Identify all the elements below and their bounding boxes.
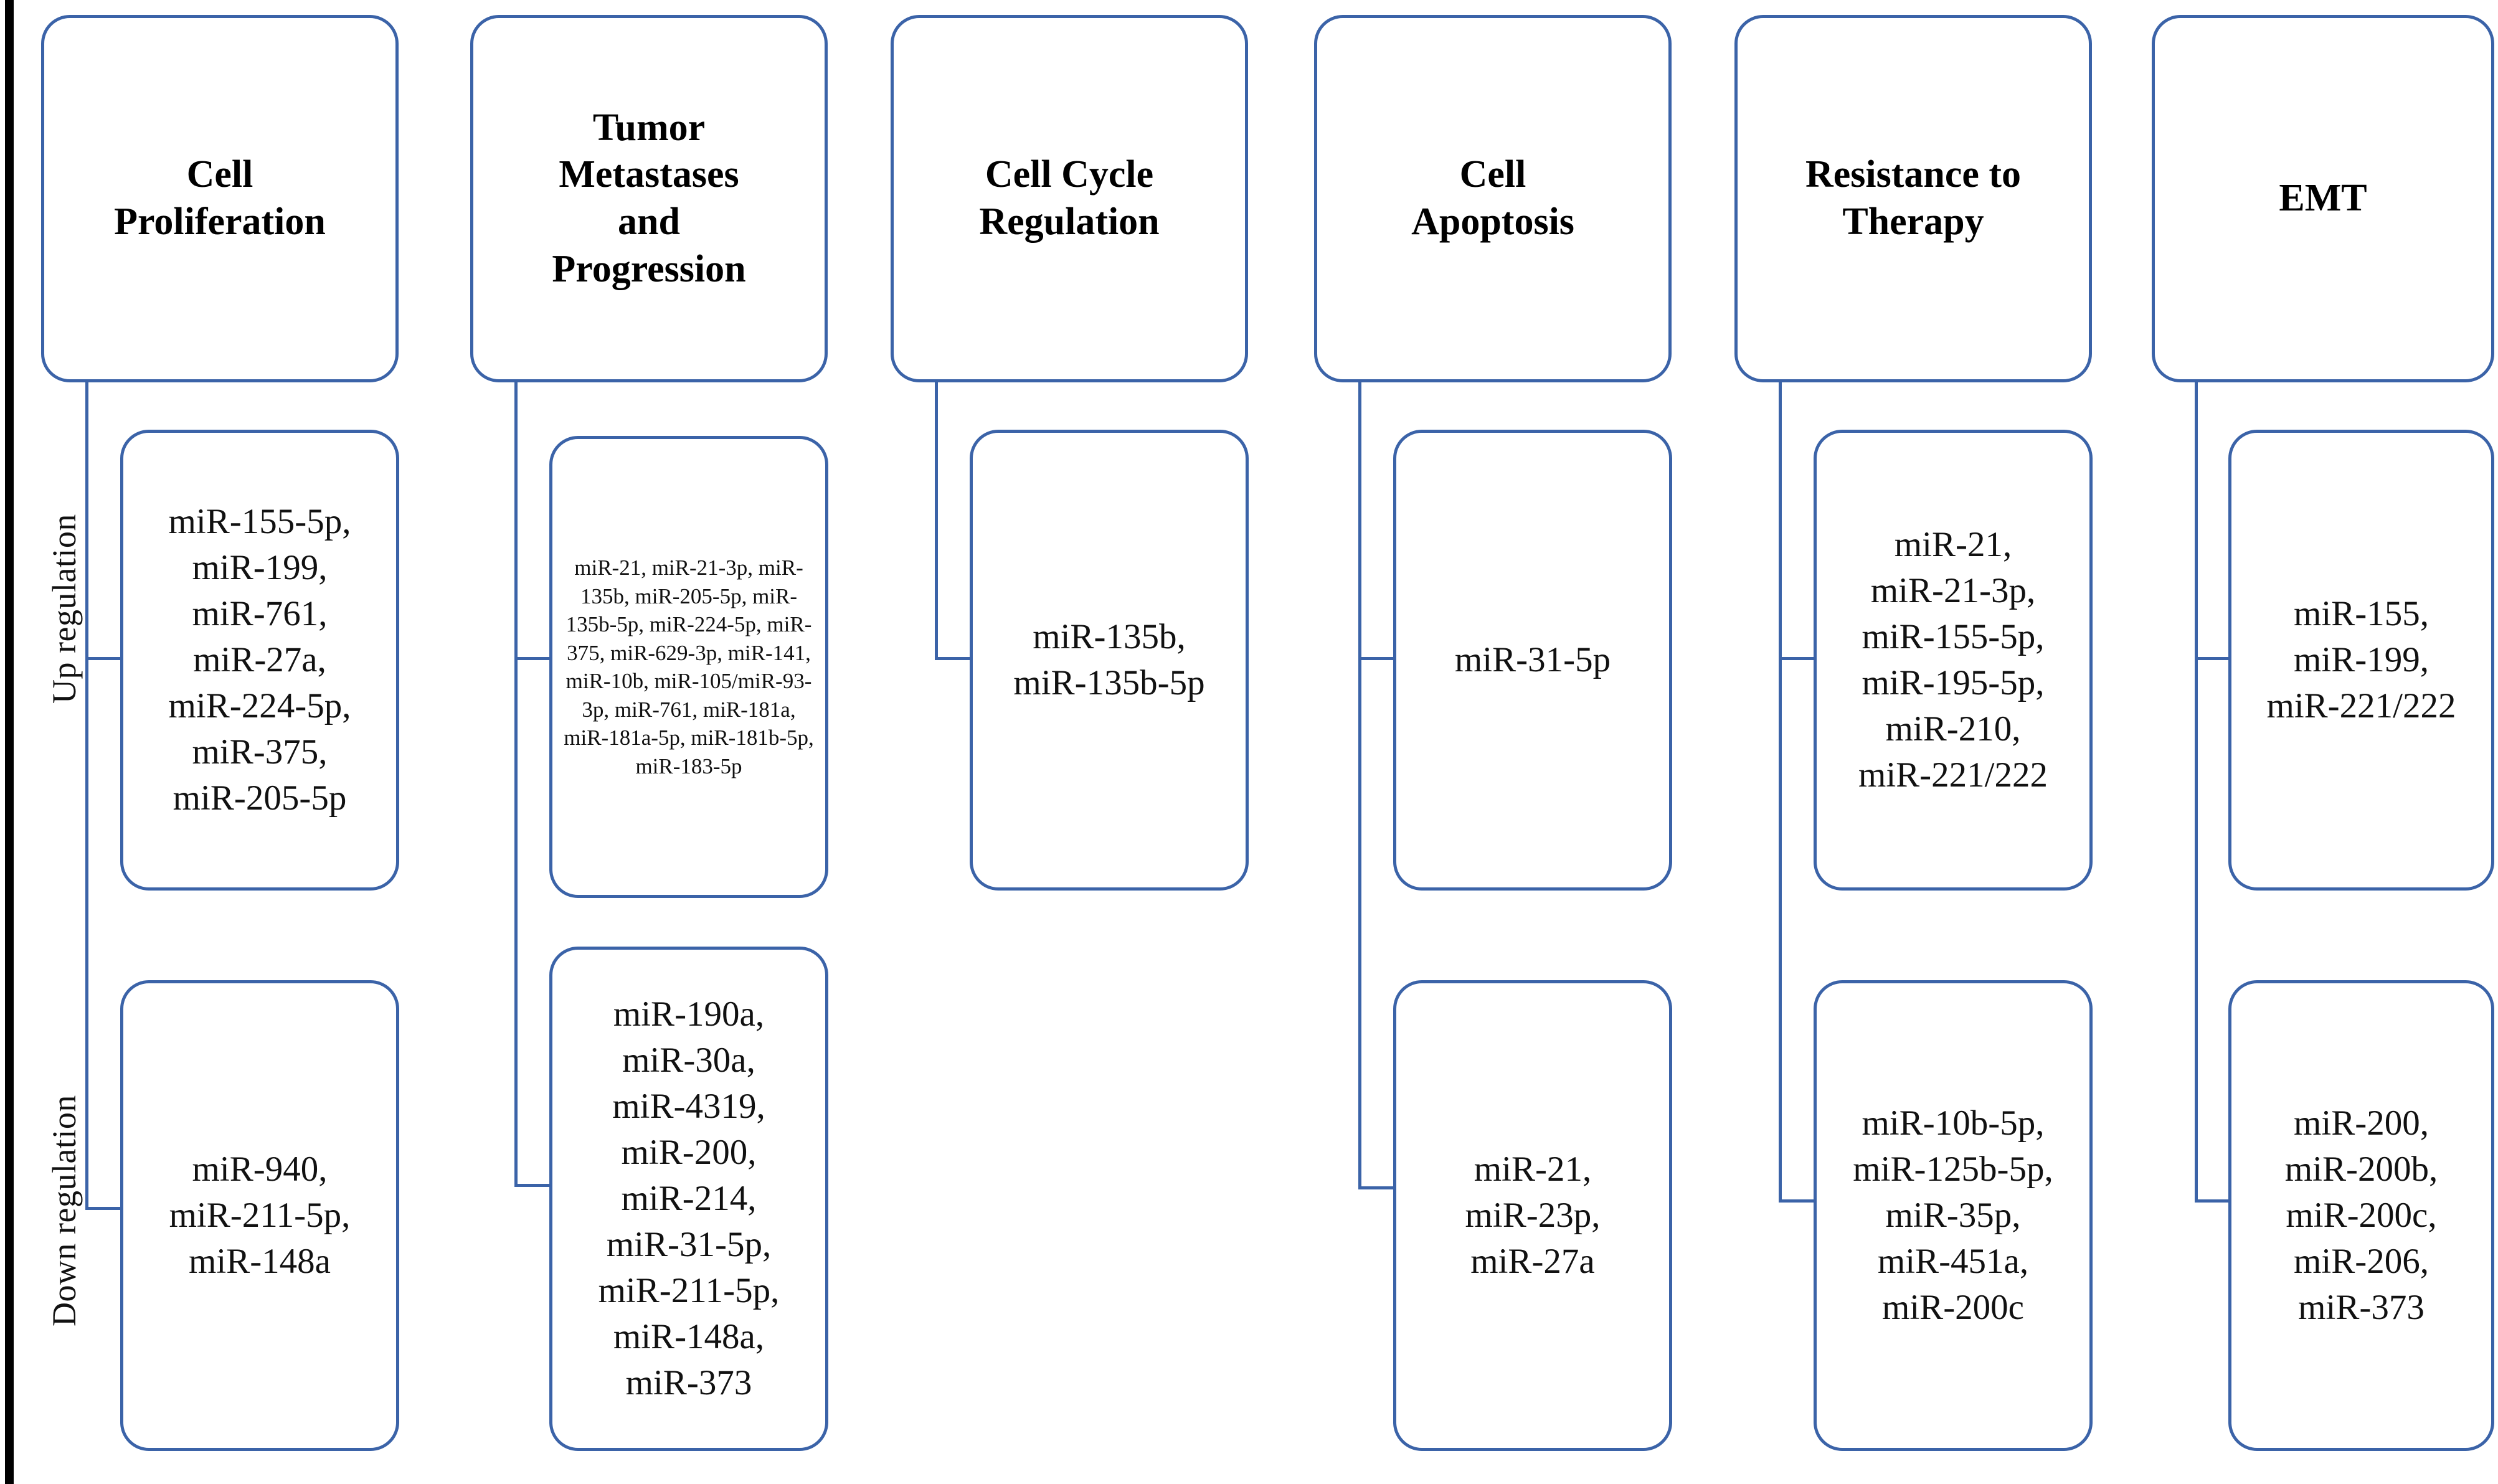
- header-label: Tumor Metastases and Progression: [552, 106, 746, 290]
- row-label-up-regulation: Up regulation: [45, 514, 83, 704]
- box-emt-down[interactable]: miR-200, miR-200b, miR-200c, miR-206, mi…: [2228, 980, 2494, 1451]
- box-text: miR-31-5p: [1454, 640, 1611, 679]
- connector-branch-col3-up: [935, 657, 972, 660]
- box-cell-apoptosis-up[interactable]: miR-31-5p: [1393, 430, 1672, 891]
- header-label: Resistance to Therapy: [1805, 153, 2022, 243]
- header-label: EMT: [2279, 177, 2367, 220]
- header-resistance-to-therapy[interactable]: Resistance to Therapy: [1734, 15, 2092, 382]
- connector-branch-col6-up: [2195, 657, 2231, 660]
- connector-branch-col4-down: [1358, 1186, 1396, 1189]
- header-cell-apoptosis[interactable]: Cell Apoptosis: [1314, 15, 1672, 382]
- header-tumor-metastases-and-progression[interactable]: Tumor Metastases and Progression: [470, 15, 828, 382]
- connector-stem-col4: [1358, 382, 1361, 1189]
- box-text: miR-10b-5p, miR-125b-5p, miR-35p, miR-45…: [1853, 1103, 2053, 1328]
- box-tumor-metastases-up[interactable]: miR-21, miR-21-3p, miR-135b, miR-205-5p,…: [549, 436, 828, 898]
- box-tumor-metastases-down[interactable]: miR-190a, miR-30a, miR-4319, miR-200, mi…: [549, 947, 828, 1451]
- connector-stem-col3: [935, 382, 938, 659]
- row-label-down-regulation: Down regulation: [45, 1095, 83, 1326]
- connector-branch-col2-up: [514, 657, 552, 660]
- box-text: miR-190a, miR-30a, miR-4319, miR-200, mi…: [598, 994, 780, 1403]
- connector-stem-col2: [514, 382, 518, 1186]
- connector-branch-col1-up: [85, 657, 123, 660]
- box-cell-cycle-regulation-up[interactable]: miR-135b, miR-135b-5p: [970, 430, 1249, 891]
- box-text: miR-21, miR-23p, miR-27a: [1465, 1149, 1601, 1282]
- connector-branch-col5-up: [1779, 657, 1816, 660]
- connector-branch-col4-up: [1358, 657, 1396, 660]
- box-text: miR-155, miR-199, miR-221/222: [2266, 593, 2456, 726]
- connector-stem-col1: [85, 382, 88, 1208]
- box-cell-proliferation-up[interactable]: miR-155-5p, miR-199, miR-761, miR-27a, m…: [120, 430, 399, 891]
- connector-branch-col1-down: [85, 1207, 123, 1210]
- connector-branch-col5-down: [1779, 1199, 1816, 1203]
- box-text: miR-135b, miR-135b-5p: [1013, 617, 1205, 702]
- box-text: miR-155-5p, miR-199, miR-761, miR-27a, m…: [168, 501, 351, 818]
- left-border-rule: [5, 0, 14, 1484]
- header-label: Cell Proliferation: [114, 153, 326, 243]
- box-cell-proliferation-down[interactable]: miR-940, miR-211-5p, miR-148a: [120, 980, 399, 1451]
- connector-branch-col2-down: [514, 1184, 552, 1187]
- box-text: miR-200, miR-200b, miR-200c, miR-206, mi…: [2284, 1103, 2438, 1328]
- header-label: Cell Cycle Regulation: [979, 153, 1160, 243]
- header-cell-proliferation[interactable]: Cell Proliferation: [41, 15, 399, 382]
- connector-branch-col6-down: [2195, 1199, 2231, 1203]
- box-text: miR-21, miR-21-3p, miR-135b, miR-205-5p,…: [564, 555, 814, 778]
- box-text: miR-940, miR-211-5p, miR-148a: [169, 1149, 351, 1282]
- header-label: Cell Apoptosis: [1411, 153, 1574, 243]
- box-text: miR-21, miR-21-3p, miR-155-5p, miR-195-5…: [1858, 524, 2048, 795]
- connector-stem-col5: [1779, 382, 1782, 1201]
- box-emt-up[interactable]: miR-155, miR-199, miR-221/222: [2228, 430, 2494, 891]
- box-cell-apoptosis-down[interactable]: miR-21, miR-23p, miR-27a: [1393, 980, 1672, 1451]
- connector-stem-col6: [2195, 382, 2198, 1201]
- box-resistance-to-therapy-up[interactable]: miR-21, miR-21-3p, miR-155-5p, miR-195-5…: [1814, 430, 2093, 891]
- header-emt[interactable]: EMT: [2152, 15, 2494, 382]
- box-resistance-to-therapy-down[interactable]: miR-10b-5p, miR-125b-5p, miR-35p, miR-45…: [1814, 980, 2093, 1451]
- header-cell-cycle-regulation[interactable]: Cell Cycle Regulation: [891, 15, 1248, 382]
